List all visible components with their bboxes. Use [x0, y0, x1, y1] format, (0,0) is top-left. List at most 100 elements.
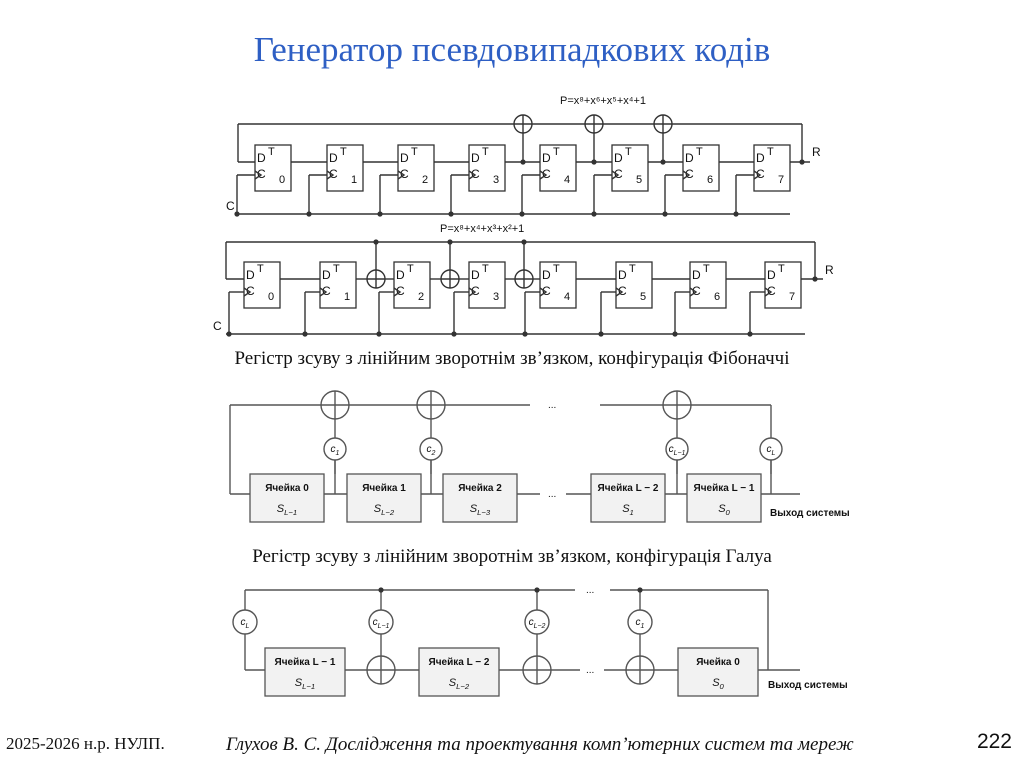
- gal-cell: Ячейка L − 1 SL−1: [264, 647, 346, 697]
- xor-gate: [440, 269, 460, 289]
- cell-index: 6: [707, 174, 713, 186]
- flipflop-box: [468, 144, 506, 192]
- clock-triangle: [243, 287, 252, 297]
- fib-cell: Ячейка L − 2S1: [590, 473, 666, 523]
- gal-ellipsis-top: ...: [586, 585, 594, 596]
- cell-index: 6: [714, 291, 720, 303]
- clock-triangle: [689, 287, 698, 297]
- clock-triangle: [397, 170, 406, 180]
- clock-triangle: [753, 170, 762, 180]
- xor-gate: [584, 114, 604, 134]
- gal-cell-name: Ячейка 0: [696, 657, 740, 668]
- flipflop-box: [243, 261, 281, 309]
- fib-cell-name: Ячейка 2: [458, 483, 502, 494]
- d-label: D: [692, 268, 701, 282]
- cell-index: 1: [351, 174, 357, 186]
- d-label: D: [756, 151, 765, 165]
- gal-output-label: Выход системы: [768, 680, 848, 691]
- clock-triangle: [682, 170, 691, 180]
- t-label: T: [553, 146, 560, 158]
- fib-cell-name: Ячейка 1: [362, 483, 406, 494]
- c-label: C: [756, 167, 765, 181]
- t-label: T: [778, 263, 785, 275]
- gal-cell-state: SL−1: [295, 677, 315, 691]
- flipflop-box: [319, 261, 357, 309]
- d-label: D: [685, 151, 694, 165]
- d-label: D: [614, 151, 623, 165]
- xor-gate: [522, 655, 552, 685]
- footer-author: Глухов В. С. Дослідження та проектування…: [226, 734, 854, 755]
- c-label: C: [542, 167, 551, 181]
- fib-cell: Ячейка 1SL−2: [346, 473, 422, 523]
- d-label: D: [542, 151, 551, 165]
- flipflop-box: [689, 261, 727, 309]
- clock-triangle: [611, 170, 620, 180]
- t-label: T: [703, 263, 710, 275]
- fib-cell-state: SL−1: [277, 503, 297, 517]
- clock-triangle: [468, 287, 477, 297]
- cell-index: 3: [493, 174, 499, 186]
- page-number: 222: [976, 730, 1012, 753]
- c-label: C: [400, 167, 409, 181]
- clock-triangle: [764, 287, 773, 297]
- clock-triangle: [539, 287, 548, 297]
- fib-cell-name: Ячейка L − 1: [694, 483, 755, 494]
- fib-cell-box: [249, 473, 325, 523]
- fib-cell: Ячейка 0SL−1: [249, 473, 325, 523]
- gal-cell-name: Ячейка L − 1: [275, 657, 336, 668]
- c-label: C: [542, 284, 551, 298]
- t-label: T: [268, 146, 275, 158]
- reset-label-1: R: [812, 145, 821, 159]
- junction-dot: [378, 587, 384, 593]
- fib-cell: Ячейка L − 1 S0: [686, 473, 762, 523]
- cell-index: 2: [418, 291, 424, 303]
- cell-index: 0: [279, 174, 285, 186]
- t-label: T: [340, 146, 347, 158]
- t-label: T: [257, 263, 264, 275]
- clock-triangle: [254, 170, 263, 180]
- xor-gate: [366, 269, 386, 289]
- t-label: T: [407, 263, 414, 275]
- c-label: C: [396, 284, 405, 298]
- flipflop-box: [539, 261, 577, 309]
- caption-galois: Регістр зсуву з лінійним зворотнім зв’яз…: [252, 546, 772, 567]
- fib-ellipsis: ...: [548, 489, 556, 500]
- clock-label-1: C: [226, 199, 235, 213]
- clock-label-2: C: [213, 319, 222, 333]
- c-label: C: [257, 167, 266, 181]
- d-label: D: [542, 268, 551, 282]
- fib-cell: Ячейка 2SL−3: [442, 473, 518, 523]
- fib-cell-state: S0: [718, 503, 730, 517]
- coef-label: cL−2: [529, 617, 546, 630]
- cell-index: 5: [640, 291, 646, 303]
- d-label: D: [257, 151, 266, 165]
- t-label: T: [625, 146, 632, 158]
- junction-dot: [591, 159, 597, 165]
- flipflop-box: [326, 144, 364, 192]
- fib-output-label: Выход системы: [770, 508, 850, 519]
- slide-title: Генератор псевдовипадкових кодів: [253, 30, 771, 69]
- c-label: C: [692, 284, 701, 298]
- flipflop-box: [615, 261, 653, 309]
- fib-cell-box: [442, 473, 518, 523]
- xor-gate: [662, 390, 692, 420]
- t-label: T: [482, 146, 489, 158]
- d-label: D: [400, 151, 409, 165]
- footer-year: 2025-2026 н.р. НУЛП.: [6, 734, 165, 753]
- coef-label: cL: [767, 444, 776, 457]
- cell-index: 5: [636, 174, 642, 186]
- t-label: T: [767, 146, 774, 158]
- caption-fibonacci: Регістр зсуву з лінійним зворотнім зв’яз…: [234, 348, 790, 369]
- polynomial-1: P=x⁸+x⁶+x⁵+x⁴+1: [560, 95, 646, 107]
